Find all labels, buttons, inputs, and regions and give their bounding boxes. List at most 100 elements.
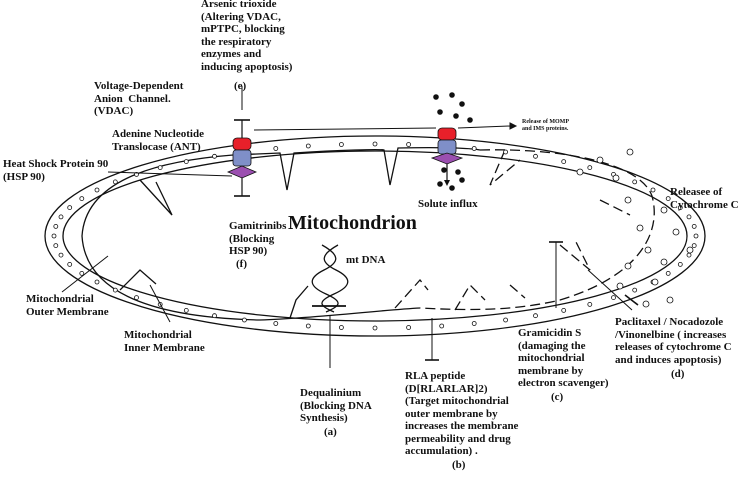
pointer-lines [61,86,639,368]
particle-circle [636,224,644,232]
particle-circle [533,313,538,319]
particle-circle [616,282,624,290]
mt-dna-label: mt DNA [346,254,386,266]
particle-circle [632,179,638,185]
solute-dot [455,169,461,175]
particle-circle [693,233,699,239]
particle-circle [672,228,680,236]
label-b: (b) [452,459,466,471]
vdac-channel [226,119,258,197]
particle-circle [58,252,64,258]
solute-dot [453,113,459,119]
inner-membrane [81,146,481,321]
inner-membrane-dashed [394,149,655,311]
particle-circle [642,300,650,308]
particle-circle [660,258,668,266]
solute-dot [467,117,473,123]
particle-circle [626,148,634,156]
paclitaxel-label: Paclitaxel / Nocadozole /Vinonelbine ( i… [615,316,732,366]
particle-circle [691,243,697,249]
outer-membrane-label: Mitochondrial Outer Membrane [26,293,109,318]
particle-circle [632,287,638,293]
particle-circle [686,252,692,258]
particle-circle [624,196,632,204]
particle-circle [666,296,674,304]
solute-dot [459,177,465,183]
particle-circle [651,278,659,286]
label-c: (c) [551,391,564,403]
particle-circle [503,149,509,155]
mptp-channel [430,127,464,186]
gramicidin-s-label: Gramicidin S (damaging the mitochondrial… [518,327,609,389]
gamitrinibs-label: Gamitrinibs (Blocking HSP 90) [229,220,287,257]
vdac-label: Voltage-Dependent Anion Channel. (VDAC) [94,80,184,117]
particle-circle [624,262,632,270]
particle-circle [503,317,509,323]
particle-circle [677,261,683,267]
label-a: (a) [324,426,337,438]
solute-dot [449,92,455,98]
hsp90-label: Heat Shock Protein 90 (HSP 90) [3,158,109,183]
particle-circle [183,307,189,313]
particle-circle [241,317,247,323]
rla-peptide-label: RLA peptide (D[RLARLAR]2) (Target mitoch… [405,370,519,457]
particle-circle [51,233,57,239]
particle-circle [305,143,311,149]
label-f: (f) [236,258,247,270]
particle-circle [471,321,477,326]
particle-circle [406,325,412,330]
particle-circle [53,243,59,249]
particle-circle [112,179,118,185]
particle-circle [94,279,100,285]
particle-circle [273,321,279,326]
solute-dot [433,94,439,100]
particle-circle [58,214,64,220]
particle-circle [561,159,567,165]
particle-circle [183,159,189,165]
particle-circle [660,206,668,214]
particle-circle [611,295,616,301]
outer-membrane [44,135,706,337]
dequalinium-label: Dequalinium (Blocking DNA Synthesis) [300,387,372,424]
solute-influx-label: Solute influx [418,198,478,210]
cytochrome-c-particles [576,148,694,308]
diagram-title: Mitochondrion [288,212,417,234]
particle-circle [67,205,73,211]
particle-circle [372,325,378,331]
solute-particles [433,92,473,191]
particle-circle [212,313,217,319]
inner-membrane-label: Mitochondrial Inner Membrane [124,329,205,354]
release-momp-label: Release of MOMP and IMS proteins. [522,119,569,132]
particle-circle [691,223,697,229]
particle-circle [79,196,85,202]
particle-circle [305,323,311,329]
particle-circle [212,153,217,159]
particle-circle [112,287,118,293]
arsenic-trioxide-label: Arsenic trioxide (Altering VDAC, mPTPC, … [201,0,293,73]
particle-circle [53,223,59,229]
particle-circle [273,146,279,151]
particle-circle [439,323,445,329]
solute-dot [437,181,443,187]
particle-circle [533,153,538,159]
particle-circle [79,270,85,276]
particle-circle [665,196,671,202]
particle-circle [677,205,683,211]
particle-circle [596,156,604,164]
particle-circle [587,165,593,171]
solute-dot [459,101,465,107]
particle-circle [644,246,652,254]
particle-circle [67,261,73,267]
particle-circle [665,270,671,276]
cytochrome-c-release-label: Releasee of Cytochrome C [670,186,739,211]
particle-circle [406,142,412,147]
solute-dot [449,185,455,191]
particle-circle [338,325,344,330]
particle-circle [561,307,567,313]
particle-circle [157,165,163,171]
particle-circle [94,187,100,193]
particle-circle [650,187,656,193]
particle-circle [686,246,694,254]
particle-circle [372,141,378,147]
solute-dot [437,109,443,115]
